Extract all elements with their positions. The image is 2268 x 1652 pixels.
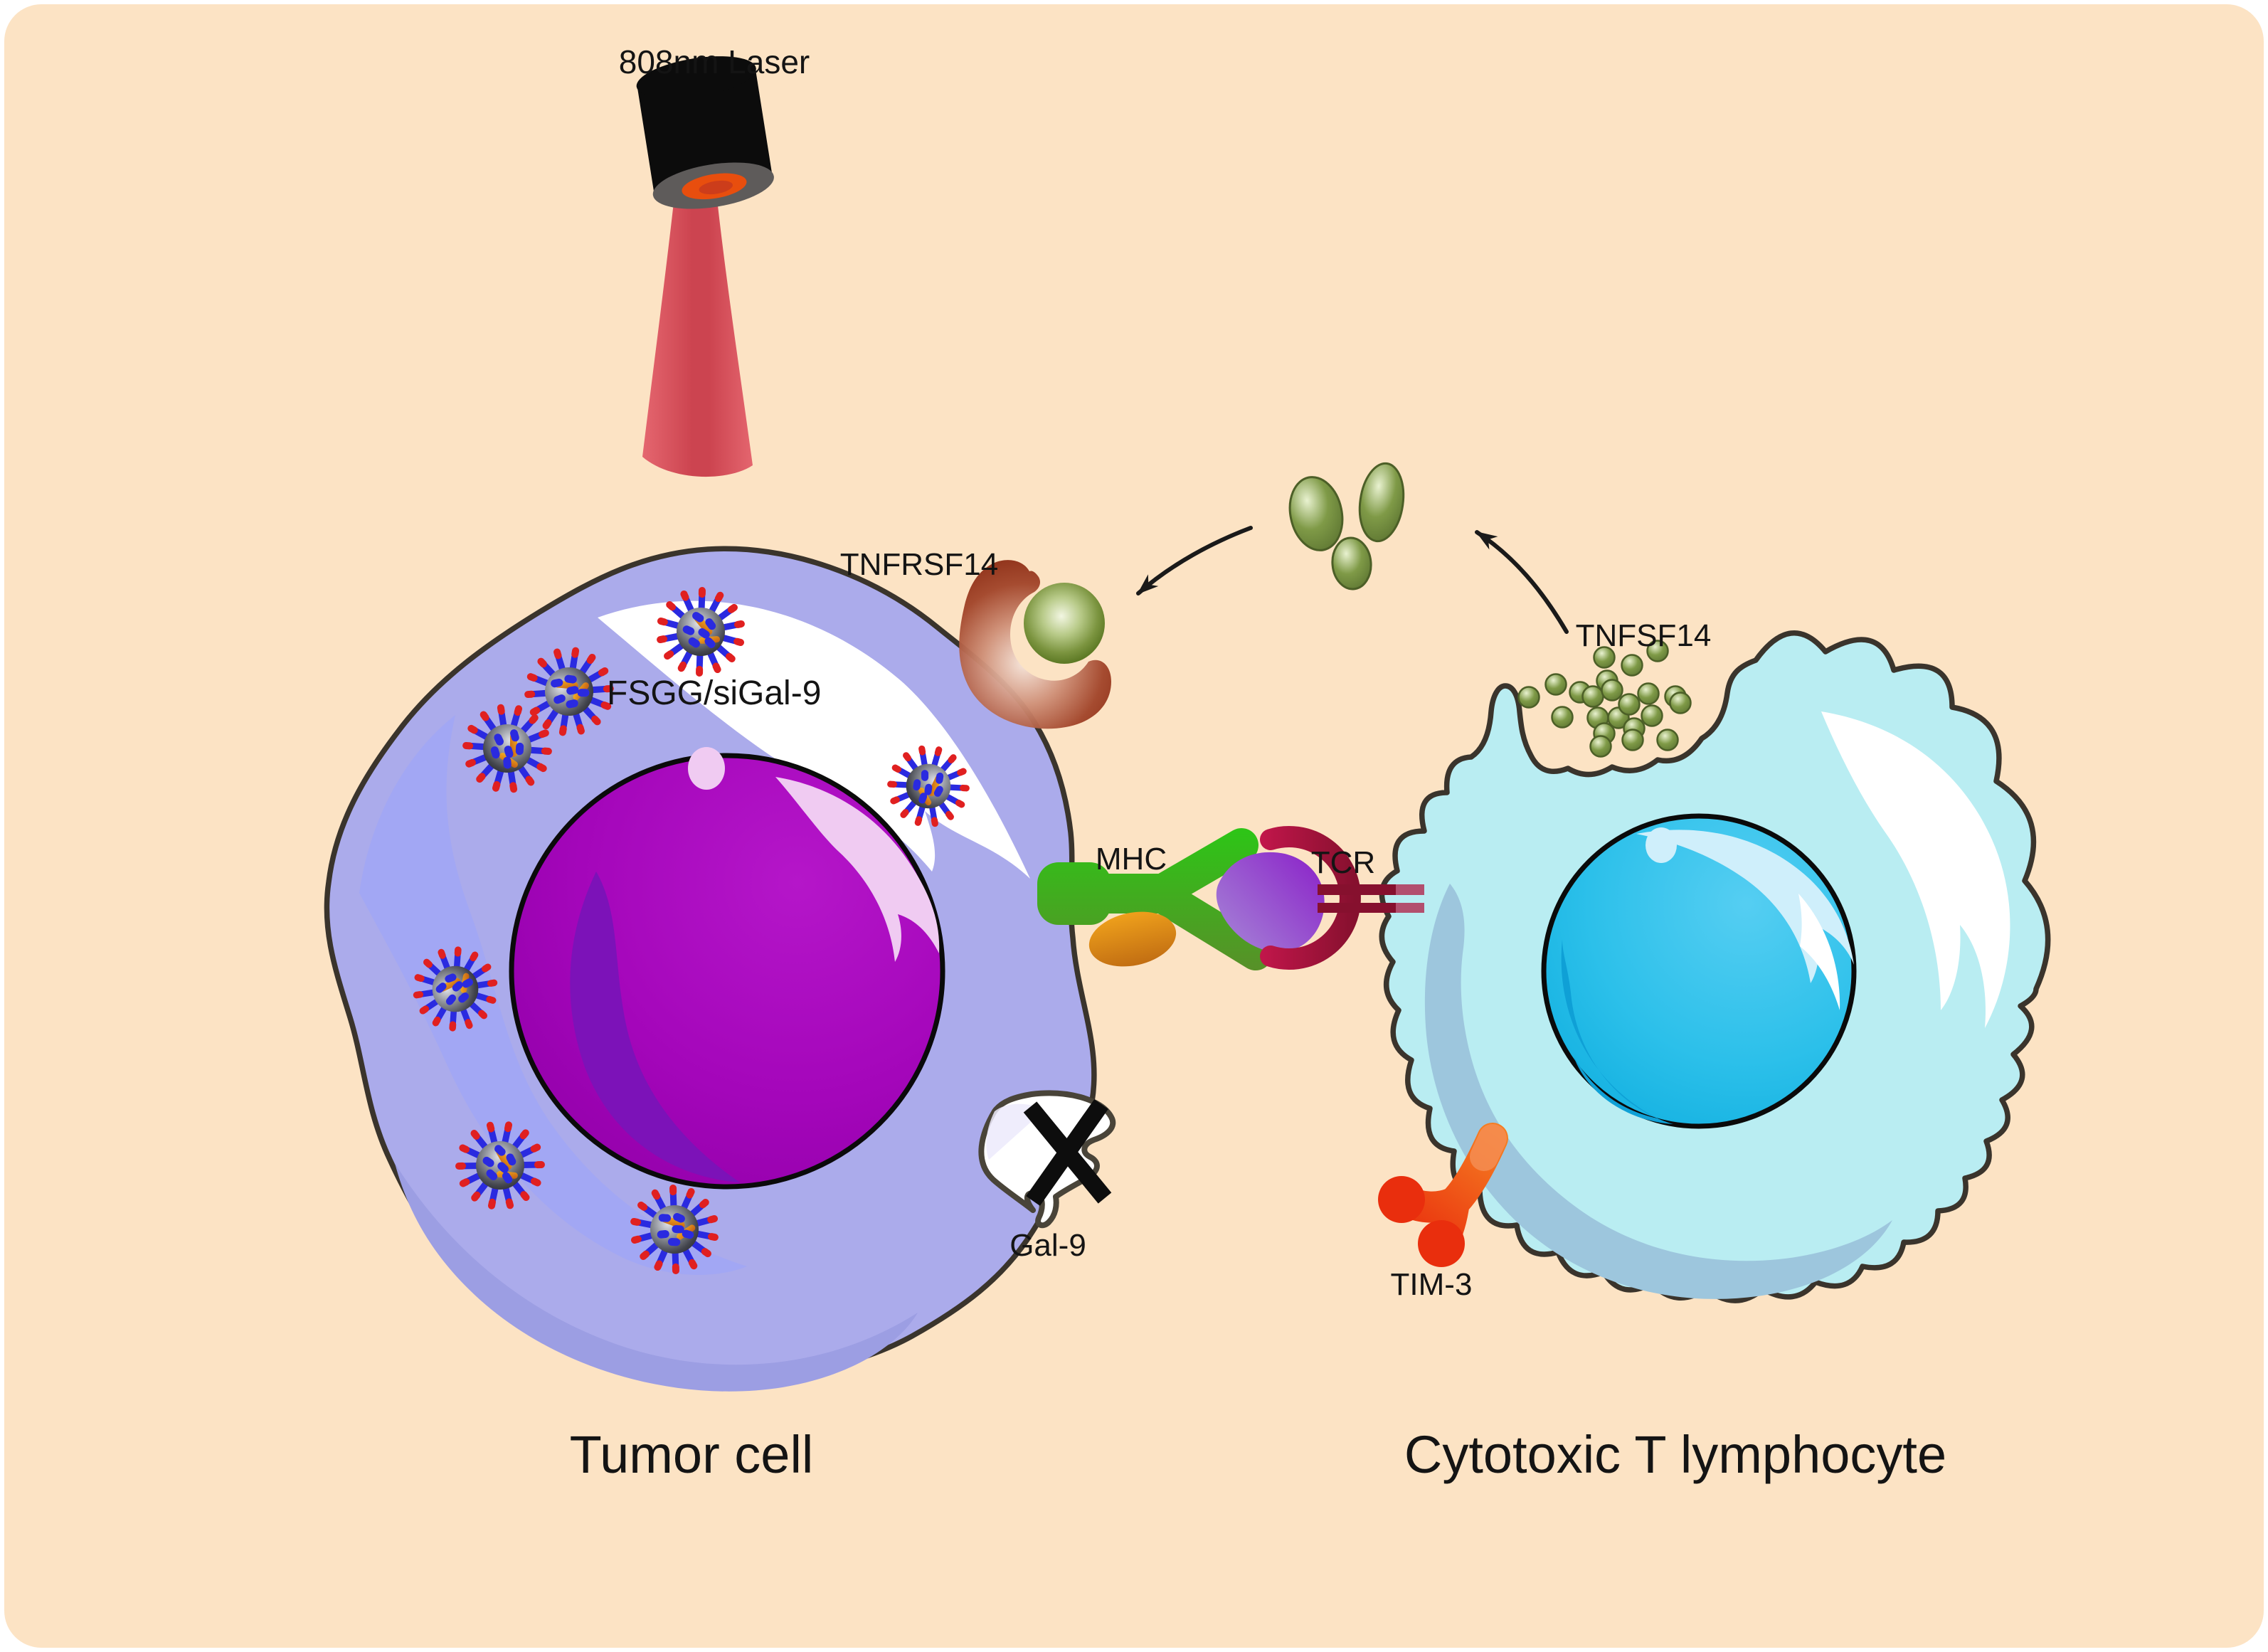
tnfsf14-transfer [1136,462,1569,634]
tim3-label: TIM-3 [1391,1267,1473,1302]
tim3-membrane-tip [1470,1124,1507,1171]
tnfsf14-particle [1656,729,1679,751]
t-cell-nucleus-dot [1646,827,1677,863]
tnfrsf14-label: TNFRSF14 [840,547,998,582]
tnfsf14-particle [1551,706,1574,729]
tumor-nucleus-highlight [775,777,940,962]
tnfsf14-free-particle [1288,476,1344,551]
tcr-chain-tip [1396,884,1424,895]
tnfrsf14-group: TNFRSF14 [840,547,1111,729]
tnfsf14-particle [1589,735,1612,758]
tim3-lobe [1378,1176,1425,1223]
tnfsf14-free-particle [1358,462,1405,543]
t-cell-shadow [1424,884,1892,1299]
arrow-from-tcell [1475,530,1569,634]
t-cell-nucleus-highlight [1636,830,1854,983]
tcr-horseshoe [1260,826,1361,970]
tnfsf14-particle [1618,693,1641,716]
tnfsf14-cluster: TNFSF14 [1517,618,1712,758]
tnfsf14-particle [1621,654,1643,677]
tnfsf14-particle [1517,686,1540,709]
tumor-nucleus-dot [688,747,725,790]
tumor-cell-label: Tumor cell [570,1425,814,1484]
fsgg-label: FSGG/siGal-9 [607,674,821,712]
gal9-label: Gal-9 [1010,1228,1086,1263]
mhc-label: MHC [1096,842,1167,877]
tnfsf14-particle [1601,679,1623,701]
tnfsf14-free-particle [1331,536,1372,591]
t-cell-nucleus [1541,813,1857,1129]
tcr-label: TCR [1311,845,1375,880]
mhc-fork [1141,828,1273,970]
tim3-lobe [1418,1220,1465,1267]
tumor-nucleus-shadow [570,872,740,1182]
gal9-blocked-x-icon [1023,1099,1112,1206]
mhc-beta2-domain [1088,911,1177,967]
tnfsf14-particle [1621,729,1644,751]
tcr-chain-tip [1396,903,1424,913]
laser-label: 808nm Laser [619,43,810,80]
t-cell-highlight [1821,711,2010,1028]
laser-core [699,180,733,195]
tnfrsf14-receptor [959,560,1111,729]
tnfsf14-particle [1641,704,1663,727]
laser-device [636,56,774,209]
laser-top [636,56,756,99]
immune-synapse: MHC TCR [1037,826,1424,970]
gal9-group: Gal-9 [978,1090,1116,1263]
tcr-receptor [1260,826,1424,970]
tumor-cell: FSGG/siGal-9 [324,546,1097,1392]
tnfsf14-label: TNFSF14 [1576,618,1712,653]
antigen-peptide [1216,852,1325,953]
tnfsf14-particle [1669,692,1692,714]
tnfsf14-particle [1637,682,1660,705]
tnfsf14-particle [1544,673,1567,696]
tim3-group: TIM-3 [1378,1123,1508,1302]
ctl-label: Cytotoxic T lymphocyte [1404,1425,1946,1484]
t-cell-nucleus-streak [1798,894,1840,1010]
mhc-complex [1037,828,1273,970]
laser-beam [642,184,753,477]
t-cell [1379,630,2051,1303]
tnfrsf14-ligand-sphere [1024,583,1105,664]
arrow-to-receptor [1136,526,1253,595]
